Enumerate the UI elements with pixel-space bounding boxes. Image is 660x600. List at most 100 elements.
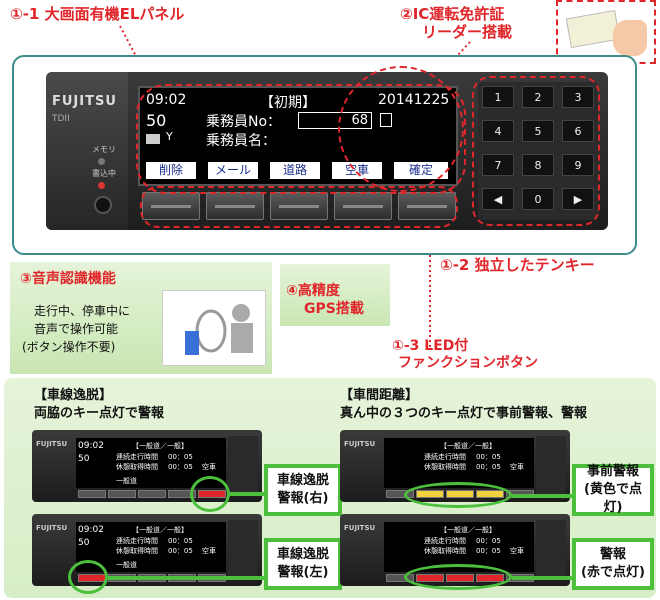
tenkey-callout: ①-2 独立したテンキー: [440, 256, 595, 274]
thumb-row1-value: 00：05: [476, 537, 501, 545]
key-9[interactable]: 9: [562, 154, 594, 176]
distance-desc: 真ん中の３つのキー点灯で事前警報、警報: [340, 406, 588, 421]
function-button-4[interactable]: [334, 192, 392, 220]
thumb-row1-value: 00：05: [168, 453, 193, 461]
lane-right-label-line1: 車線逸脱: [276, 473, 329, 488]
lane-desc: 両脇のキー点灯で警報: [34, 406, 165, 421]
signal-icon: Y: [166, 130, 173, 143]
softkey-road[interactable]: 道路: [270, 162, 320, 179]
button-led: [215, 205, 255, 208]
gps-line2: GPS搭載: [304, 301, 364, 317]
led-callout-line1: ①-3 LED付: [392, 338, 469, 354]
screen-speed: 50: [146, 111, 167, 130]
thumb-status: 空車: [510, 463, 524, 471]
softkey-mail[interactable]: メール: [208, 162, 258, 179]
screen-highlight: [136, 84, 466, 194]
thumb-keypad: [536, 436, 566, 496]
gps-line1: ④高精度: [286, 283, 340, 299]
ic-reader-highlight: [338, 66, 464, 192]
voice-title: ③音声認識機能: [20, 271, 116, 287]
thumb-row1-value: 00：05: [476, 453, 501, 461]
distance-pre-device: FUJITSU 【一般道／一般】 連続走行時間 00：05 休憩取得時間 00：…: [340, 430, 570, 502]
thumb-row1-label: 連続走行時間: [116, 537, 158, 545]
thumb-row2-label: 休憩取得時間: [424, 547, 466, 555]
thumb-fn-button: [78, 490, 106, 498]
thumb-header: 【一般道／一般】: [440, 526, 496, 534]
device-left-panel: FUJITSU TDII メモリ 書込中: [46, 72, 128, 230]
button-led: [279, 205, 319, 208]
key-7[interactable]: 7: [482, 154, 514, 176]
key-2[interactable]: 2: [522, 86, 554, 108]
arrow-icon: [230, 492, 266, 496]
oled-callout: ①-1 大画面有機ELパネル: [10, 5, 185, 23]
highlight-ring: [68, 560, 108, 594]
thumb-btn1: 一般道: [116, 561, 137, 569]
writing-led-icon: [98, 182, 105, 189]
thumb-btn1: 一般道: [116, 477, 137, 485]
key-1[interactable]: 1: [482, 86, 514, 108]
thumb-row2-value: 00：05: [476, 547, 501, 555]
lane-left-label: 車線逸脱 警報(左): [264, 538, 342, 590]
lane-right-label: 車線逸脱 警報(右): [264, 464, 342, 516]
thumb-header: 【一般道／一般】: [132, 442, 188, 450]
function-button-2[interactable]: [206, 192, 264, 220]
key-0[interactable]: 0: [522, 188, 554, 210]
thumb-status: 空車: [202, 547, 216, 555]
key-8[interactable]: 8: [522, 154, 554, 176]
function-button-3[interactable]: [270, 192, 328, 220]
thumb-row2-label: 休憩取得時間: [116, 463, 158, 471]
warning-examples-panel: 【車線逸脱】 両脇のキー点灯で警報 【車間距離】 真ん中の３つのキー点灯で事前警…: [4, 378, 656, 598]
thumb-screen: 【一般道／一般】 連続走行時間 00：05 休憩取得時間 00：05 空車: [384, 438, 534, 488]
lane-left-label-line1: 車線逸脱: [276, 547, 329, 562]
arrow-icon: [512, 576, 574, 580]
thumb-brand: FUJITSU: [36, 524, 68, 532]
thumb-fn-button: [108, 490, 136, 498]
arrow-icon: [108, 576, 266, 580]
button-led: [151, 205, 191, 208]
thumb-keypad: [228, 436, 258, 496]
key-6[interactable]: 6: [562, 120, 594, 142]
button-led: [407, 205, 447, 208]
distance-warn-label-line2: (赤で点灯): [581, 565, 645, 580]
thumb-row1-label: 連続走行時間: [424, 453, 466, 461]
thumb-brand: FUJITSU: [344, 440, 376, 448]
thumb-row2-value: 00：05: [168, 547, 193, 555]
arrow-icon: [512, 494, 574, 498]
thumb-status: 空車: [202, 463, 216, 471]
driver-icon: [185, 304, 253, 355]
thumb-fn-button: [138, 490, 166, 498]
thumb-speed: 50: [78, 454, 90, 464]
distance-pre-label-line2: (黄色で点灯): [584, 482, 642, 515]
memory-led-icon: [98, 158, 105, 165]
lane-left-label-line2: 警報(左): [277, 565, 329, 580]
ic-reader-callout-line1: ②IC運転免許証: [400, 5, 505, 23]
gps-panel: ④高精度 GPS搭載: [280, 264, 390, 326]
highlight-ring: [404, 564, 512, 590]
thumb-header: 【一般道／一般】: [132, 526, 188, 534]
brand-logo: FUJITSU: [52, 94, 117, 109]
distance-title: 【車間距離】: [340, 388, 419, 403]
distance-pre-label: 事前警報 (黄色で点灯): [572, 464, 654, 516]
thumb-time: 09:02: [78, 441, 104, 451]
thumb-speed: 50: [78, 538, 90, 548]
writing-led-label: 書込中: [92, 169, 116, 178]
model-label: TDII: [52, 114, 70, 124]
thumb-row1-label: 連続走行時間: [424, 537, 466, 545]
key-4[interactable]: 4: [482, 120, 514, 142]
highlight-ring: [404, 482, 512, 508]
button-led: [343, 205, 383, 208]
thumb-keypad: [228, 520, 258, 580]
thumb-status: 空車: [510, 547, 524, 555]
volume-knob[interactable]: [94, 196, 112, 214]
key-right-arrow[interactable]: ▶: [562, 188, 594, 210]
driver-illustration: [162, 290, 266, 366]
key-5[interactable]: 5: [522, 120, 554, 142]
distance-warn-label-line1: 警報: [599, 547, 626, 562]
key-left-arrow[interactable]: ◀: [482, 188, 514, 210]
memory-led-label: メモリ: [92, 145, 116, 154]
thumb-row2-value: 00：05: [168, 463, 193, 471]
thumb-brand: FUJITSU: [36, 440, 68, 448]
hand-icon: [613, 20, 647, 56]
tenkey-pad: 1 2 3 4 5 6 7 8 9 ◀ 0 ▶: [478, 82, 598, 220]
lane-title: 【車線逸脱】: [34, 388, 113, 403]
